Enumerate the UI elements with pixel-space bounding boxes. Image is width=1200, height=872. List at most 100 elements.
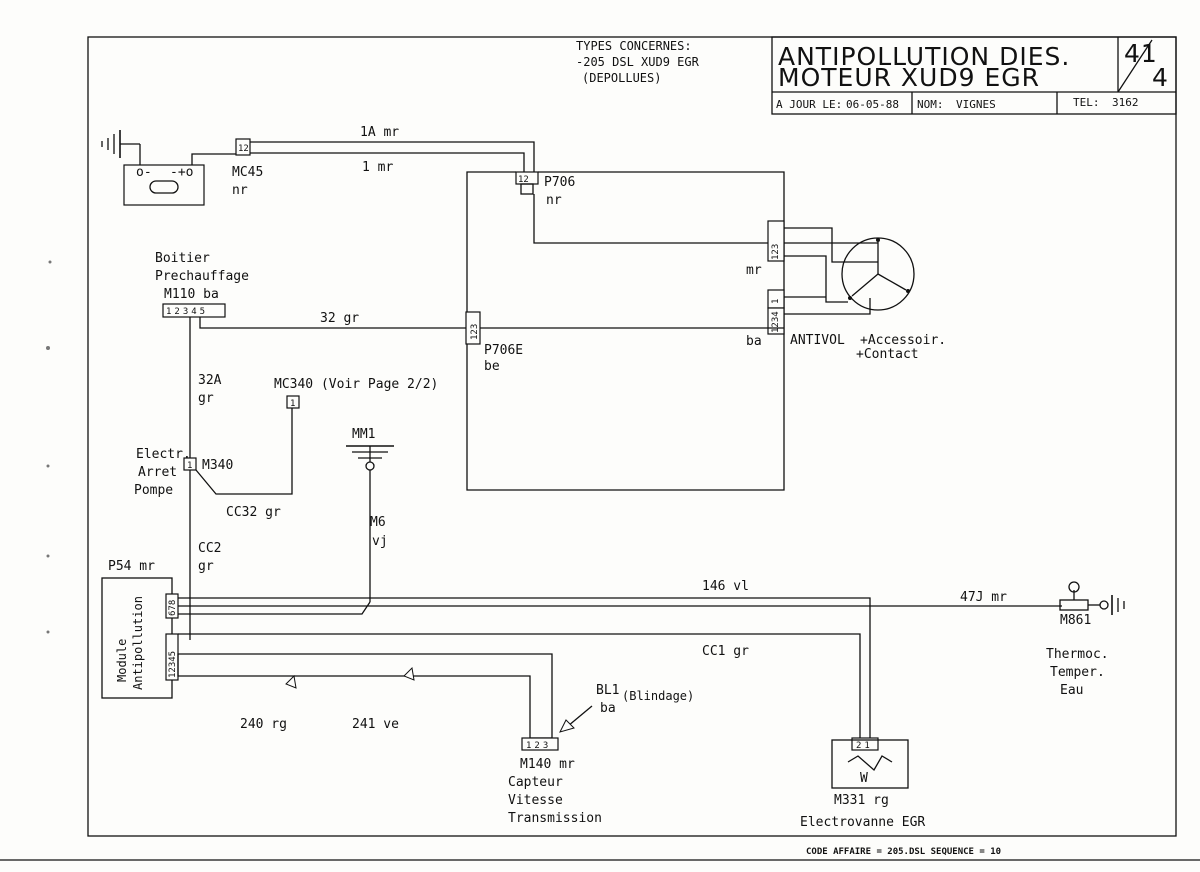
p706-color: nr [546, 193, 562, 208]
bl1-label: BL1 [596, 683, 619, 698]
wire-cc1 [178, 633, 861, 738]
wire-32 [199, 317, 467, 329]
svg-text:-+o: -+o [170, 165, 193, 180]
svg-text:123: 123 [526, 741, 551, 751]
title-line-2: MOTEUR XUD9 EGR [778, 63, 1040, 92]
wire-1a-label: 1A mr [360, 125, 399, 140]
antivol-enclosure [466, 171, 785, 491]
scan-mark [46, 464, 50, 468]
tel-label: TEL: [1073, 96, 1100, 109]
m331-desc: Electrovanne EGR [800, 815, 925, 830]
name-value: VIGNES [956, 98, 996, 111]
egr-valve-icon: W [847, 755, 893, 786]
mc45-label: MC45 [232, 165, 263, 180]
m140-desc-3: Transmission [508, 811, 602, 826]
wire-241-arrow [403, 666, 415, 681]
m861-label: M861 [1060, 613, 1091, 628]
m331-label: M331 rg [834, 793, 889, 808]
wire-240-arrow [285, 674, 297, 689]
wire-m6-label: M6 [370, 515, 386, 530]
m340-label-4: M340 [202, 458, 233, 473]
wire-240-label: 240 rg [240, 717, 287, 732]
name-label: NOM: [917, 98, 944, 111]
m110-label-1: Boitier [155, 251, 210, 266]
svg-text:1234: 1234 [771, 311, 781, 333]
page-total: 4 [1152, 63, 1169, 92]
m140-label: M140 mr [520, 757, 575, 772]
battery-icon [123, 164, 205, 206]
svg-text:12345: 12345 [166, 307, 208, 317]
m861-desc-1: Thermoc. [1046, 647, 1109, 662]
svg-text:123: 123 [771, 244, 781, 260]
m140-connector [521, 737, 559, 751]
wire-47j-label: 47J mr [960, 590, 1007, 605]
types-line-1: -205 DSL XUD9 EGR [576, 55, 700, 69]
date-label: A JOUR LE: [776, 98, 842, 111]
egr-valve-box [831, 739, 909, 789]
svg-text:12: 12 [238, 144, 249, 154]
m140-desc-1: Capteur [508, 775, 563, 790]
title-block: TYPES CONCERNES: -205 DSL XUD9 EGR (DEPO… [576, 36, 1177, 115]
mc45-connector [235, 138, 251, 156]
module-label-2: Antipollution [131, 596, 145, 690]
antivol-mr-label: mr [746, 263, 762, 278]
svg-text:1: 1 [290, 399, 295, 409]
bl1-pointer [567, 705, 593, 727]
scan-mark [46, 554, 50, 558]
wire-32a-label: 32A [198, 373, 222, 388]
ignition-switch-icon [784, 227, 915, 315]
scan-mark [46, 346, 50, 350]
page-number: 41 [1124, 39, 1158, 68]
wire-m6-color: vj [372, 534, 388, 549]
wire-cc32-label: CC32 gr [226, 505, 281, 520]
types-line-2: (DEPOLLUES) [582, 71, 661, 85]
m340-label-1: Electr. [136, 447, 191, 462]
m340-label-2: Arret [138, 465, 177, 480]
p54-label: P54 mr [108, 559, 155, 574]
mc340-label: MC340 (Voir Page 2/2) [274, 377, 438, 392]
m110-label-2: Prechauffage [155, 269, 249, 284]
antivol-accessoir-label: +Accessoir. [860, 333, 946, 348]
svg-text:1: 1 [187, 461, 192, 471]
module-label-1: Module [115, 639, 129, 682]
wire-cc32 [195, 408, 293, 495]
wire-1a [250, 141, 535, 172]
mc340-connector [286, 395, 300, 409]
m340-label-3: Pompe [134, 483, 173, 498]
m861-desc-2: Temper. [1050, 665, 1105, 680]
m331-connector [851, 737, 879, 751]
svg-text:12: 12 [518, 175, 529, 185]
wire-241-label: 241 ve [352, 717, 399, 732]
bl1-blindage: (Blindage) [622, 689, 694, 703]
wire-cc1-label: CC1 gr [702, 644, 749, 659]
wire-146 [178, 597, 871, 738]
antivol-ba-label: ba [746, 334, 762, 349]
wire-1-label: 1 mr [362, 160, 393, 175]
wire-32a-color: gr [198, 391, 214, 406]
svg-text:12345: 12345 [168, 651, 178, 678]
p706e-label: P706E [484, 343, 523, 358]
wire-cc2-color: gr [198, 559, 214, 574]
antivol-label: ANTIVOL [790, 333, 845, 348]
p706e-connector [465, 311, 481, 345]
footer-code: CODE AFFAIRE = 205.DSL SEQUENCE = 10 [806, 847, 1001, 857]
m861-desc-3: Eau [1060, 683, 1083, 698]
antivol-contact-label: +Contact [856, 347, 919, 362]
mm1-ground-icon [346, 445, 394, 471]
drawing-frame [87, 36, 1177, 837]
p706e-color: be [484, 359, 500, 374]
temperature-sensor-icon [1059, 581, 1125, 615]
scan-mark [48, 260, 52, 264]
svg-text:W: W [860, 771, 868, 786]
wire-32-label: 32 gr [320, 311, 359, 326]
m110-label-3: M110 ba [164, 287, 219, 302]
mm1-label: MM1 [352, 427, 375, 442]
wire-cc2-label: CC2 [198, 541, 221, 556]
svg-text:o-: o- [136, 165, 152, 180]
date-value: 06-05-88 [846, 98, 899, 111]
battery: o- -+o [101, 130, 244, 206]
svg-text:1: 1 [771, 299, 781, 304]
scan-mark [46, 630, 50, 634]
m110-connector [162, 303, 226, 318]
